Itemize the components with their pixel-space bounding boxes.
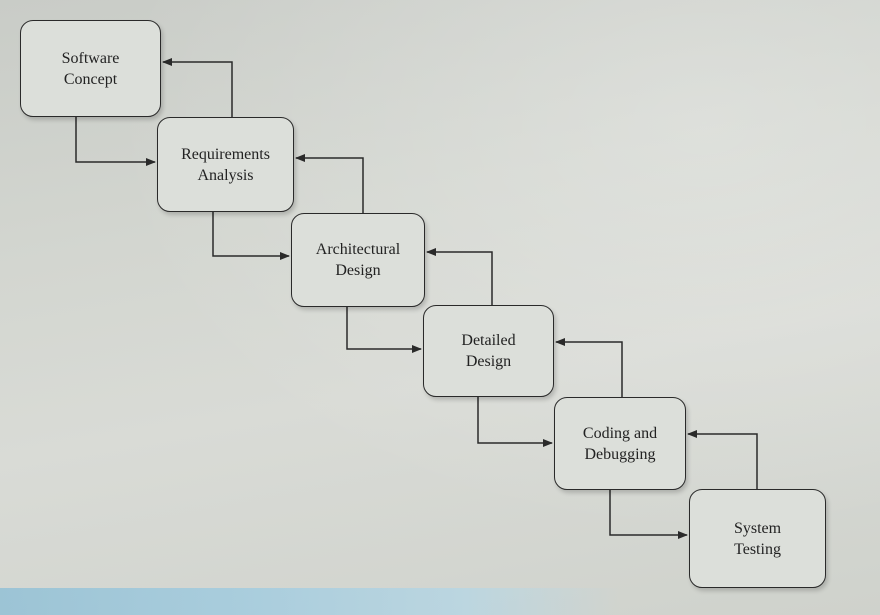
stage-label: Coding and Debugging [582,424,658,463]
forward-arrow-2 [212,212,290,260]
feedback-arrow-5 [687,430,758,489]
stage-software-concept: Software Concept [20,20,161,117]
feedback-arrow-3 [426,248,493,305]
stage-label: System Testing [733,519,782,558]
feedback-arrow-1 [162,58,233,117]
stage-requirements-analysis: Requirements Analysis [157,117,294,212]
stage-architectural-design: Architectural Design [291,213,425,307]
forward-arrow-4 [477,397,553,447]
feedback-arrow-4 [555,338,623,397]
forward-arrow-1 [75,117,156,166]
blue-strip [0,588,620,615]
stage-coding-and-debugging: Coding and Debugging [554,397,686,490]
feedback-arrow-2 [295,154,364,213]
stage-label: Detailed Design [461,332,516,370]
forward-arrow-5 [609,490,688,539]
stage-label: Requirements Analysis [181,145,270,184]
stage-label: Architectural Design [315,241,401,279]
stage-label: Software Concept [61,49,120,88]
stage-system-testing: System Testing [689,489,826,588]
stage-detailed-design: Detailed Design [423,305,554,397]
forward-arrow-3 [346,307,422,353]
